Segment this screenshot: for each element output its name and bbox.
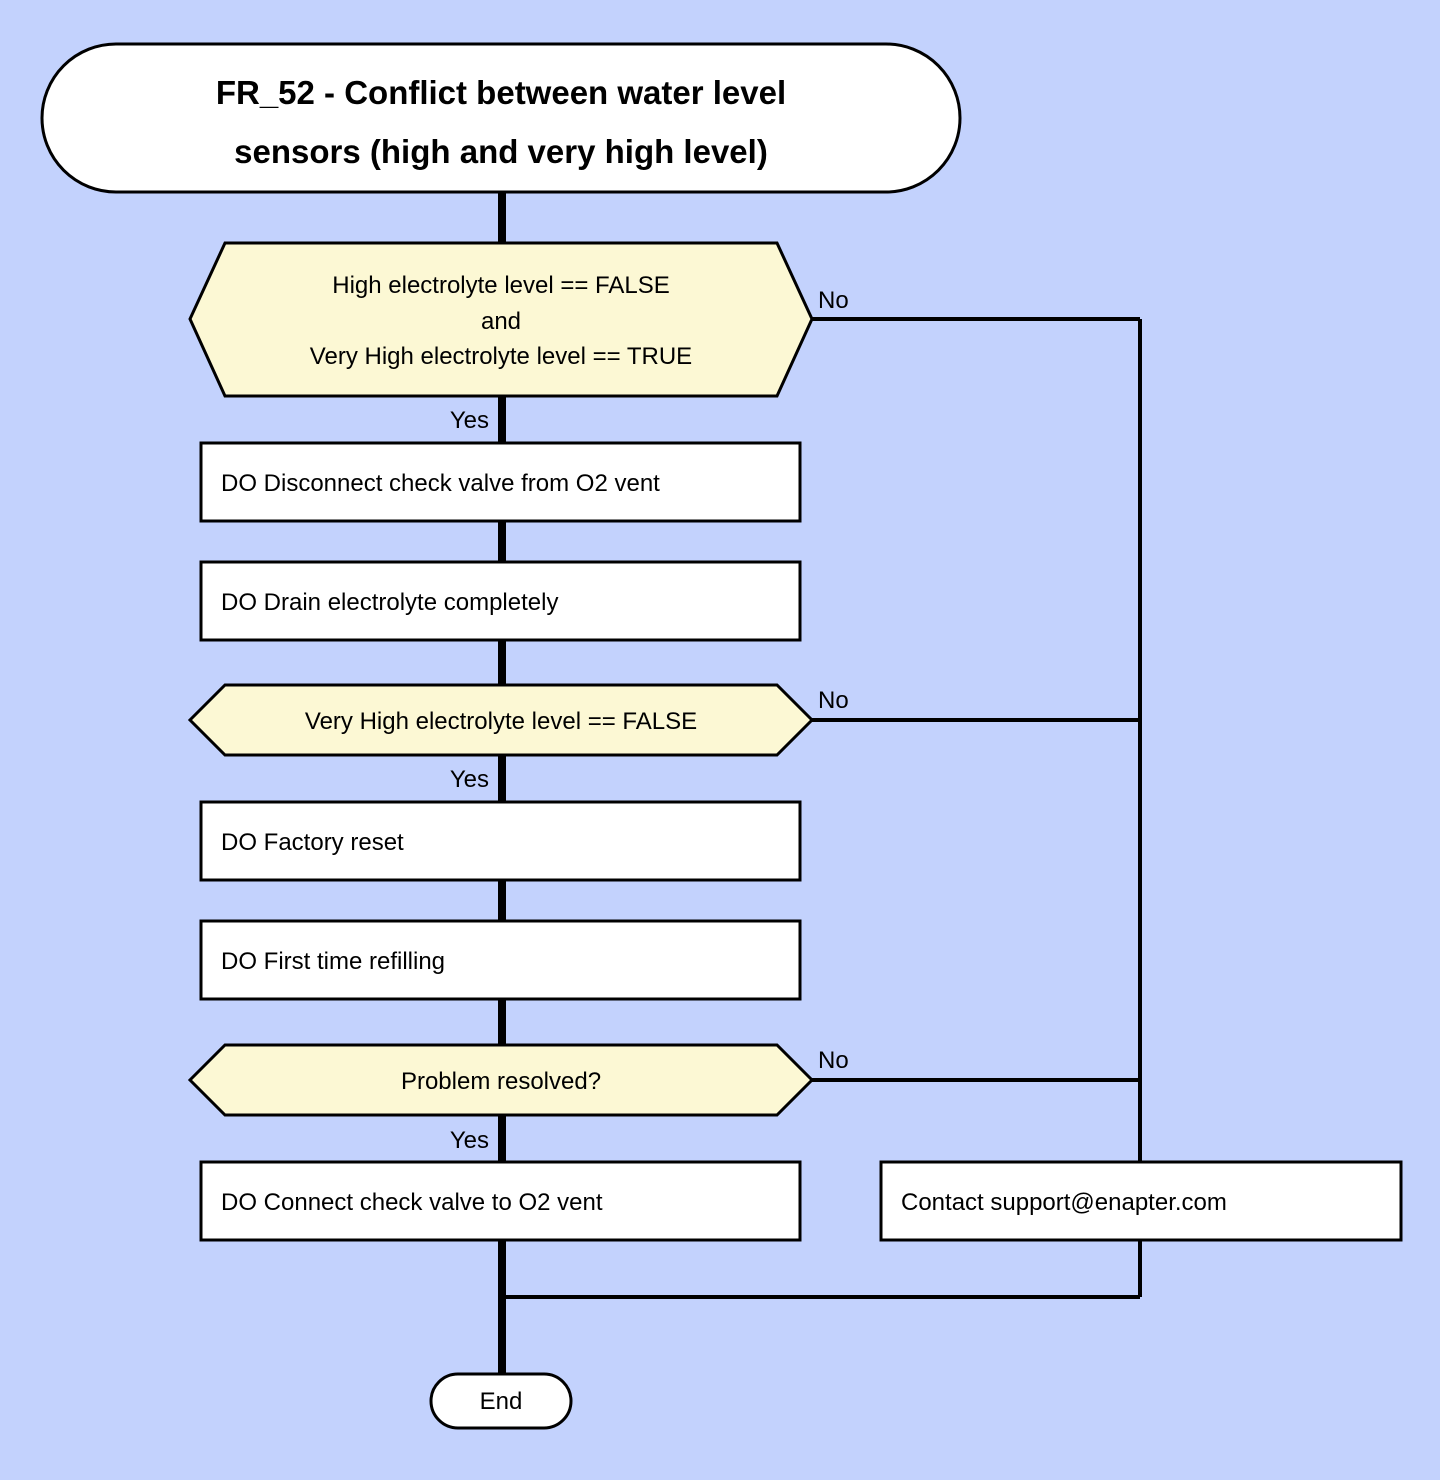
- end-label: End: [480, 1388, 523, 1415]
- start-shape: [40, 42, 962, 194]
- node-decision-problem-resolved[interactable]: Problem resolved?: [187, 1043, 815, 1117]
- support-label: Contact support@enapter.com: [901, 1189, 1227, 1216]
- decision3-shape: [187, 1043, 815, 1117]
- decision1-label-line2: and: [481, 308, 521, 335]
- decision2-label: Very High electrolyte level == FALSE: [305, 708, 697, 735]
- node-process-disconnect-check-valve[interactable]: DO Disconnect check valve from O2 vent: [199, 441, 802, 523]
- process4-shape: [199, 919, 802, 1001]
- title-tspan-2: sensors (high and very high level): [234, 133, 768, 170]
- process2-shape: [199, 560, 802, 642]
- node-start[interactable]: FR_52 - Conflict between water level sen…: [40, 42, 962, 194]
- process1-shape: [199, 441, 802, 523]
- connector-layer: [498, 190, 1142, 1375]
- decision3-yes-label: Yes: [450, 1127, 489, 1154]
- title-line-1: FR_52 - Conflict between water level: [216, 74, 786, 111]
- process5-label: DO Connect check valve to O2 vent: [221, 1189, 603, 1216]
- node-end[interactable]: End: [429, 1372, 573, 1430]
- process4-label: DO First time refilling: [221, 948, 445, 975]
- decision1-yes-label: Yes: [450, 407, 489, 434]
- decision2-yes-label: Yes: [450, 766, 489, 793]
- process1-label: DO Disconnect check valve from O2 vent: [221, 470, 660, 497]
- node-contact-support[interactable]: Contact support@enapter.com: [879, 1160, 1403, 1242]
- node-process-connect-check-valve[interactable]: DO Connect check valve to O2 vent: [199, 1160, 802, 1242]
- decision3-no-label: No: [818, 1047, 849, 1074]
- decision3-label: Problem resolved?: [401, 1068, 601, 1095]
- decision1-shape: [188, 241, 814, 398]
- node-process-factory-reset[interactable]: DO Factory reset: [199, 800, 802, 882]
- decision1-label-line1: High electrolyte level == FALSE: [332, 272, 670, 299]
- decision2-no-label: No: [818, 687, 849, 714]
- process3-label: DO Factory reset: [221, 829, 404, 856]
- process2-label: DO Drain electrolyte completely: [221, 589, 558, 616]
- node-process-first-time-refilling[interactable]: DO First time refilling: [199, 919, 802, 1001]
- node-decision-high-vs-veryhigh[interactable]: High electrolyte level == FALSE and Very…: [188, 241, 814, 398]
- decision1-label-line3: Very High electrolyte level == TRUE: [310, 343, 692, 370]
- title-line-2: sensors (high and very high level): [234, 133, 768, 170]
- node-process-drain-electrolyte[interactable]: DO Drain electrolyte completely: [199, 560, 802, 642]
- process5-shape: [199, 1160, 802, 1242]
- end-shape: [429, 1372, 573, 1430]
- node-decision-veryhigh-false[interactable]: Very High electrolyte level == FALSE: [187, 683, 815, 757]
- decision1-no-label: No: [818, 287, 849, 314]
- decision2-shape: [187, 683, 815, 757]
- support-shape: [879, 1160, 1403, 1242]
- process3-shape: [199, 800, 802, 882]
- title-tspan-1: FR_52 - Conflict between water level: [216, 74, 786, 111]
